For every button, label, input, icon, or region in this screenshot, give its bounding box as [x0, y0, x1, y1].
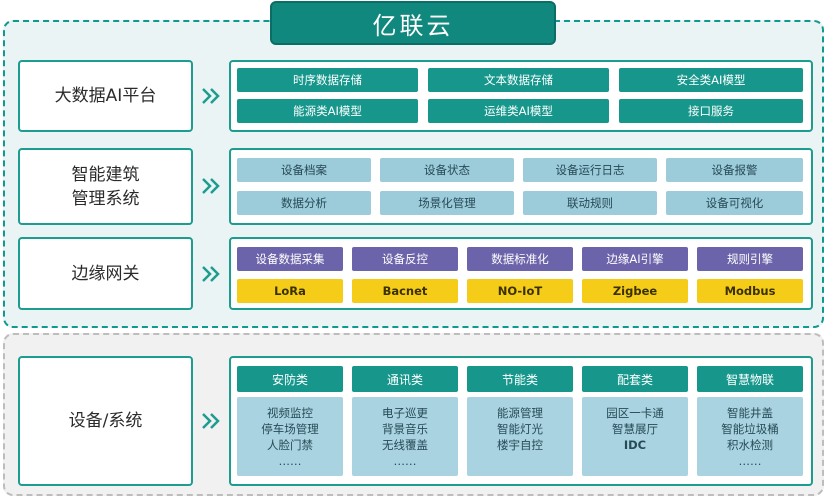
module-chip: 规则引擎: [697, 247, 803, 271]
device-category-list: 能源管理 智能灯光 楼宇自控: [467, 397, 573, 476]
module-chip: 设备档案: [237, 158, 371, 182]
device-item: 积水检测: [727, 437, 773, 452]
double-chevron-icon: [202, 266, 220, 282]
device-item: 停车场管理: [261, 421, 319, 436]
device-category-list: 园区一卡通 智慧展厅 IDC: [582, 397, 688, 476]
module-chip: 设备状态: [380, 158, 514, 182]
device-item: 人脸门禁: [267, 437, 313, 452]
device-item: 背景音乐: [382, 421, 428, 436]
double-chevron-icon: [202, 413, 220, 429]
device-item: 园区一卡通: [606, 406, 664, 420]
module-chip: 运维类AI模型: [428, 99, 609, 123]
module-chip: 安全类AI模型: [619, 68, 803, 92]
device-category-header: 安防类: [237, 366, 343, 392]
device-category-list: 视频监控 停车场管理 人脸门禁 ……: [237, 397, 343, 476]
protocol-chip: Zigbee: [582, 279, 688, 303]
device-item: 能源管理: [497, 406, 543, 420]
device-item: 智能垃圾桶: [721, 421, 779, 436]
module-chip: 设备运行日志: [523, 158, 657, 182]
module-chip: 边缘AI引擎: [582, 247, 688, 271]
device-category-list: 电子巡更 背景音乐 无线覆盖 ……: [352, 397, 458, 476]
device-item: 智慧展厅: [612, 422, 658, 436]
module-chip: 数据分析: [237, 191, 371, 215]
module-chip: 联动规则: [523, 191, 657, 215]
protocol-chip: Modbus: [697, 279, 803, 303]
module-chip: 时序数据存储: [237, 68, 418, 92]
protocol-chip: LoRa: [237, 279, 343, 303]
module-chip: 文本数据存储: [428, 68, 609, 92]
device-item: 电子巡更: [382, 405, 428, 420]
device-category-list: 智能井盖 智能垃圾桶 积水检测 ……: [697, 397, 803, 476]
layer-content-edge: 设备数据采集 设备反控 数据标准化 边缘AI引擎 规则引擎 LoRa Bacne…: [229, 237, 813, 310]
module-chip: 数据标准化: [467, 247, 573, 271]
device-item: ……: [393, 453, 417, 468]
diagram-title: 亿联云: [270, 1, 556, 45]
module-chip: 能源类AI模型: [237, 99, 418, 123]
device-item: 无线覆盖: [382, 437, 428, 452]
layer-label-bigdata: 大数据AI平台: [18, 60, 193, 132]
protocol-chip: NO-IoT: [467, 279, 573, 303]
module-chip: 设备数据采集: [237, 247, 343, 271]
device-item: ……: [278, 453, 302, 468]
module-chip: 场景化管理: [380, 191, 514, 215]
module-chip: 设备报警: [666, 158, 803, 182]
device-item: 智能井盖: [727, 405, 773, 420]
module-chip: 接口服务: [619, 99, 803, 123]
device-item: 智能灯光: [497, 422, 543, 436]
layer-label-edge: 边缘网关: [18, 237, 193, 310]
layer-label-building: 智能建筑 管理系统: [18, 148, 193, 225]
device-category-header: 配套类: [582, 366, 688, 392]
layer-content-building: 设备档案 设备状态 设备运行日志 设备报警 数据分析 场景化管理 联动规则 设备…: [229, 148, 813, 225]
protocol-chip: Bacnet: [352, 279, 458, 303]
layer-content-bigdata: 时序数据存储 文本数据存储 安全类AI模型 能源类AI模型 运维类AI模型 接口…: [229, 60, 813, 132]
device-category-header: 智慧物联: [697, 366, 803, 392]
device-category-header: 节能类: [467, 366, 573, 392]
device-item: ……: [738, 453, 762, 468]
device-item: IDC: [623, 438, 647, 452]
module-chip: 设备可视化: [666, 191, 803, 215]
double-chevron-icon: [202, 178, 220, 194]
layer-content-devices: 安防类 视频监控 停车场管理 人脸门禁 …… 通讯类 电子巡更 背景音乐 无线覆…: [229, 356, 813, 486]
layer-label-devices: 设备/系统: [18, 356, 193, 486]
module-chip: 设备反控: [352, 247, 458, 271]
device-category-header: 通讯类: [352, 366, 458, 392]
double-chevron-icon: [202, 88, 220, 104]
layer-label-line: 智能建筑: [71, 164, 140, 185]
device-item: 楼宇自控: [497, 438, 543, 452]
device-item: 视频监控: [267, 405, 313, 420]
layer-label-line: 管理系统: [71, 188, 140, 209]
